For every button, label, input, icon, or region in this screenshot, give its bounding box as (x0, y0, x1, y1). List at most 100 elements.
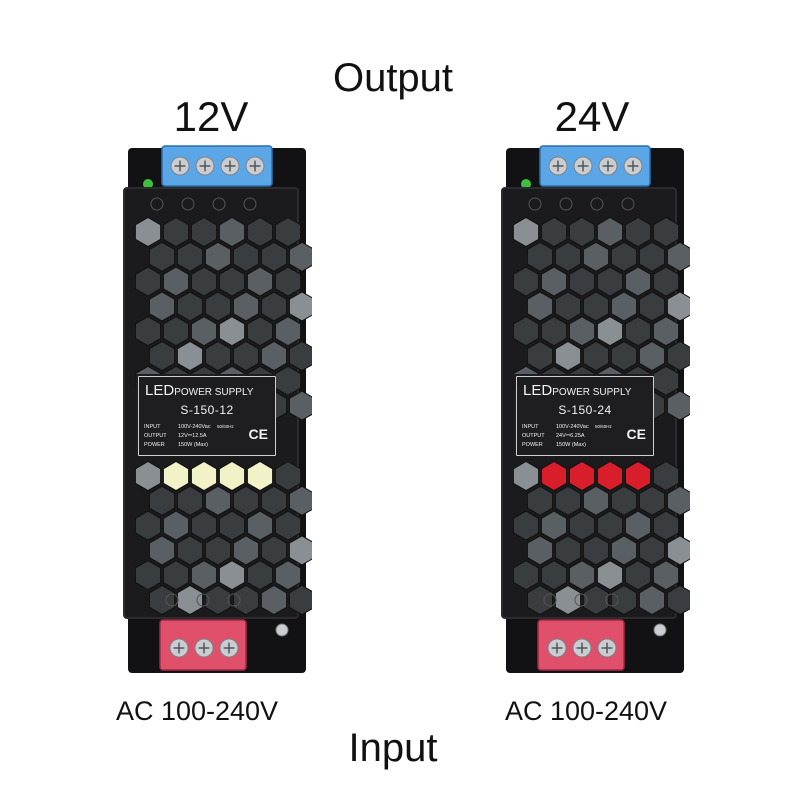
vent-hole (666, 241, 690, 272)
vent-hole (624, 216, 652, 248)
terminal-mark (212, 197, 226, 211)
vent-hole (624, 510, 652, 541)
power-supply-12v-illustration (123, 145, 312, 673)
terminal-mark (227, 593, 241, 607)
vent-hole (610, 535, 638, 566)
vent-hole (554, 485, 582, 516)
vent-hole (638, 291, 666, 322)
vent-hole (512, 510, 540, 541)
vent-hole (526, 340, 554, 372)
vent-hole (260, 485, 288, 516)
vent-hole (540, 316, 568, 347)
vent-hole (512, 266, 540, 297)
vent-hole (554, 241, 582, 272)
vent-hole (148, 291, 176, 322)
mounting-screw (653, 623, 667, 637)
vent-hole (652, 266, 680, 297)
vent-hole (554, 340, 582, 372)
vent-hole (582, 241, 610, 272)
vent-hole (260, 340, 288, 372)
vent-hole (568, 266, 596, 297)
vent-hole (232, 584, 260, 616)
spec-row-input: INPUT 100V-240Vac (144, 423, 242, 432)
spec-value: 100V-240Vac (178, 424, 211, 430)
vent-hole (582, 535, 610, 566)
brand-text: LEDPOWER SUPPLY (145, 382, 253, 399)
vent-hole (260, 584, 288, 616)
vent-hole (512, 316, 540, 347)
vent-hole (666, 291, 690, 322)
terminal-mark (528, 197, 542, 211)
vent-hole (288, 390, 312, 421)
vent-hole (288, 241, 312, 272)
vent-hole (274, 216, 302, 248)
output-terminal-block (539, 145, 651, 187)
vent-hole (260, 535, 288, 566)
spec-value: 24V⎓6.25A (556, 433, 585, 439)
vent-hole (610, 241, 638, 272)
vent-hole (540, 460, 568, 492)
vent-hole (218, 316, 246, 347)
spec-key: POWER (144, 442, 165, 448)
brand-led: LED (523, 382, 553, 399)
vent-hole (134, 316, 162, 347)
output-terminal-block (161, 145, 273, 187)
vent-hole (148, 241, 176, 272)
vent-hole (204, 584, 232, 616)
ce-mark: CE (248, 426, 268, 442)
vent-hole (596, 460, 624, 492)
spec-value: 100V-240Vac (556, 424, 589, 430)
vent-hole (176, 485, 204, 516)
vent-hole (610, 584, 638, 616)
vent-hole (526, 291, 554, 322)
ac-input-caption-left: AC 100-240V (115, 696, 279, 726)
brand-text: LEDPOWER SUPPLY (523, 382, 631, 399)
vent-hole (568, 460, 596, 492)
vent-hole (638, 241, 666, 272)
vent-hole (232, 535, 260, 566)
vent-hole (190, 510, 218, 541)
vent-hole (232, 340, 260, 372)
terminal-mark (590, 197, 604, 211)
vent-hole (148, 485, 176, 516)
label-background (136, 374, 276, 456)
vent-hole (190, 560, 218, 591)
spec-value: 150W (Max) (178, 442, 208, 448)
vent-hole (148, 584, 176, 616)
vent-hole (554, 535, 582, 566)
vent-hole (176, 241, 204, 272)
vent-hole (512, 216, 540, 248)
vent-hole (288, 291, 312, 322)
spec-value: 150W (Max) (556, 442, 586, 448)
vent-hole (260, 291, 288, 322)
vent-hole (540, 560, 568, 591)
terminal-mark (559, 197, 573, 211)
vent-hole (666, 390, 690, 421)
vent-hole (134, 560, 162, 591)
spec-key: INPUT (144, 424, 161, 430)
terminal-mark (621, 197, 635, 211)
output-caption: Output (332, 56, 454, 100)
vent-hole (288, 584, 312, 616)
spec-key: OUTPUT (522, 433, 545, 439)
vent-hole (526, 584, 554, 616)
vent-hole (596, 316, 624, 347)
terminal-mark (574, 593, 588, 607)
terminal-mark (196, 593, 210, 607)
vent-hole (218, 266, 246, 297)
vent-hole (568, 560, 596, 591)
vent-hole (666, 584, 690, 616)
indicator-led (143, 179, 153, 189)
vent-hole (582, 485, 610, 516)
vent-hole (274, 266, 302, 297)
terminal-mark (605, 593, 619, 607)
vent-hole (204, 291, 232, 322)
indicator-led (521, 179, 531, 189)
vent-hole (540, 510, 568, 541)
vent-hole (274, 510, 302, 541)
vent-hole (176, 291, 204, 322)
